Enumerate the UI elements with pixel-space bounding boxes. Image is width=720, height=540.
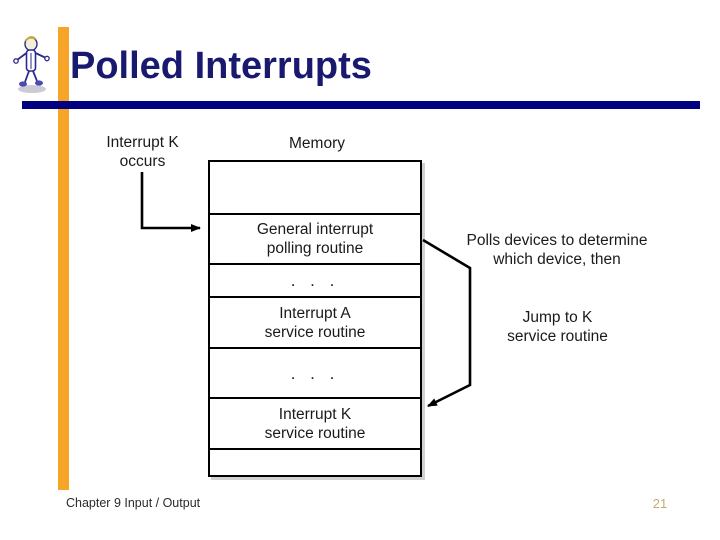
label-interrupt-k-occurs: Interrupt K occurs xyxy=(106,134,179,170)
label-polls-devices: Polls devices to determine which device,… xyxy=(466,232,648,268)
label-jump-to-k: Jump to K service routine xyxy=(507,309,608,345)
memory-row xyxy=(210,162,420,215)
label-memory: Memory xyxy=(289,135,345,152)
page-number: 21 xyxy=(652,496,668,511)
page-title: Polled Interrupts xyxy=(70,45,372,87)
memory-row-interrupt-a-service-routine: Interrupt A service routine xyxy=(210,298,420,349)
footer-chapter-label: Chapter 9 Input / Output xyxy=(66,496,201,510)
arrow-interrupt-occurs xyxy=(140,172,201,232)
stick-figure-person-icon xyxy=(13,36,50,93)
memory-column: General interrupt polling routine . . . … xyxy=(208,160,422,477)
memory-row-ellipsis: . . . xyxy=(210,349,420,399)
accent-bar xyxy=(58,27,69,490)
title-divider xyxy=(22,101,700,109)
memory-row-interrupt-k-service-routine: Interrupt K service routine xyxy=(210,399,420,450)
memory-row xyxy=(210,450,420,479)
memory-row-general-interrupt-polling-routine: General interrupt polling routine xyxy=(210,215,420,265)
memory-row-ellipsis: . . . xyxy=(210,265,420,298)
